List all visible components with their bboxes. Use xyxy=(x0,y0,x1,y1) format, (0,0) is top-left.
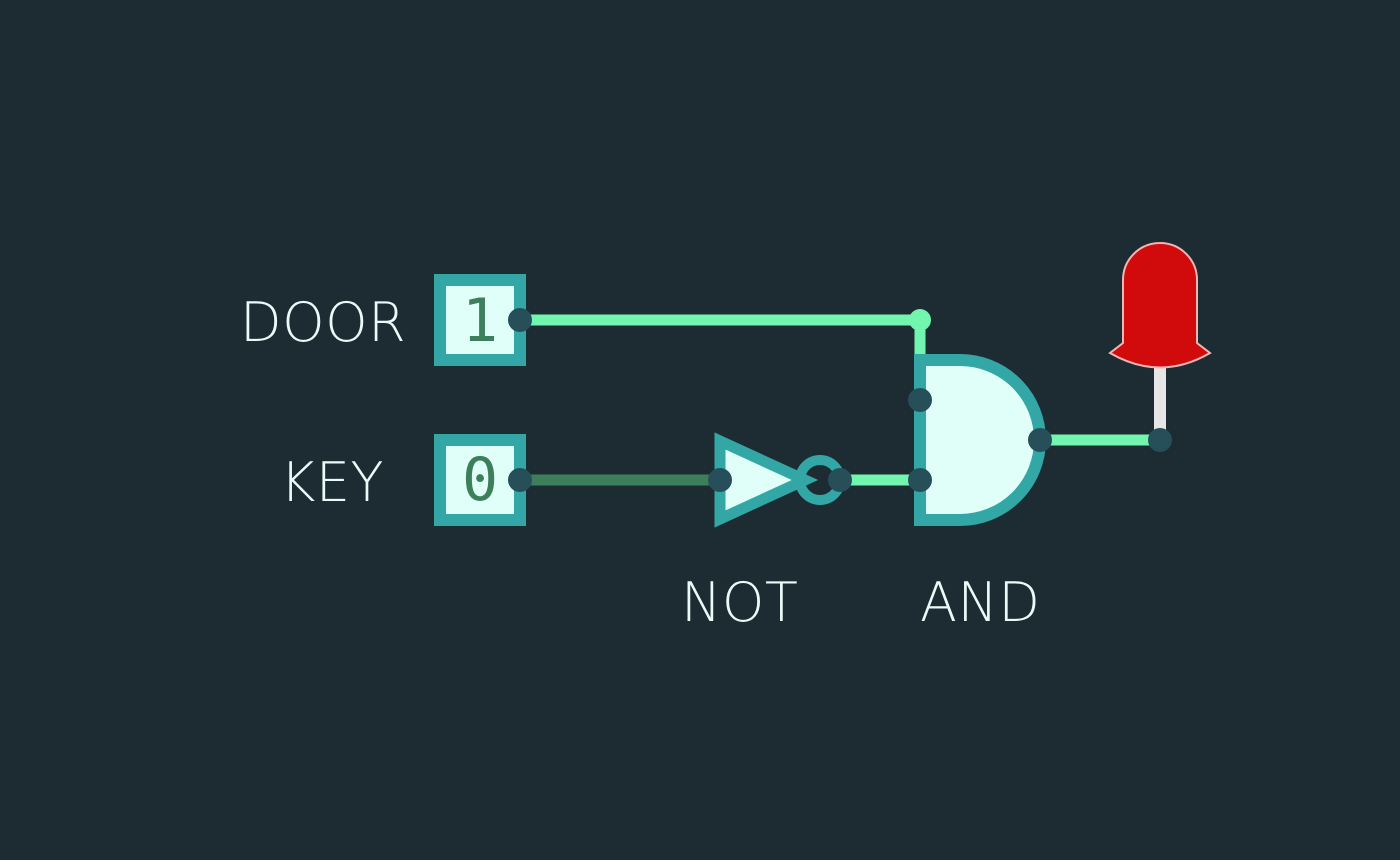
switch-key[interactable]: 0 xyxy=(434,434,532,526)
and-gate-input-pin-a[interactable] xyxy=(908,388,932,412)
switch-key-output-pin[interactable] xyxy=(508,468,532,492)
switch-key-value: 0 xyxy=(462,445,498,515)
not-gate-input-pin[interactable] xyxy=(708,468,732,492)
not-gate[interactable] xyxy=(708,432,852,528)
wire-junction xyxy=(909,309,931,331)
led-output[interactable] xyxy=(1108,242,1212,452)
gate-label-and: AND xyxy=(920,571,1041,634)
switch-door[interactable]: 1 xyxy=(434,274,532,366)
input-label-key: KEY xyxy=(280,451,385,514)
switch-door-value: 1 xyxy=(462,286,498,356)
led-bulb xyxy=(1108,242,1212,369)
and-gate-output-pin[interactable] xyxy=(1028,428,1052,452)
led-input-pin[interactable] xyxy=(1148,428,1172,452)
and-gate[interactable] xyxy=(908,354,1052,526)
wire-door-to-and xyxy=(514,314,926,406)
not-gate-output-pin[interactable] xyxy=(828,468,852,492)
led-lead xyxy=(1154,360,1166,440)
input-label-door: DOOR xyxy=(240,291,407,354)
switch-door-output-pin[interactable] xyxy=(508,308,532,332)
and-gate-input-pin-b[interactable] xyxy=(908,468,932,492)
gate-label-not: NOT xyxy=(681,571,799,634)
